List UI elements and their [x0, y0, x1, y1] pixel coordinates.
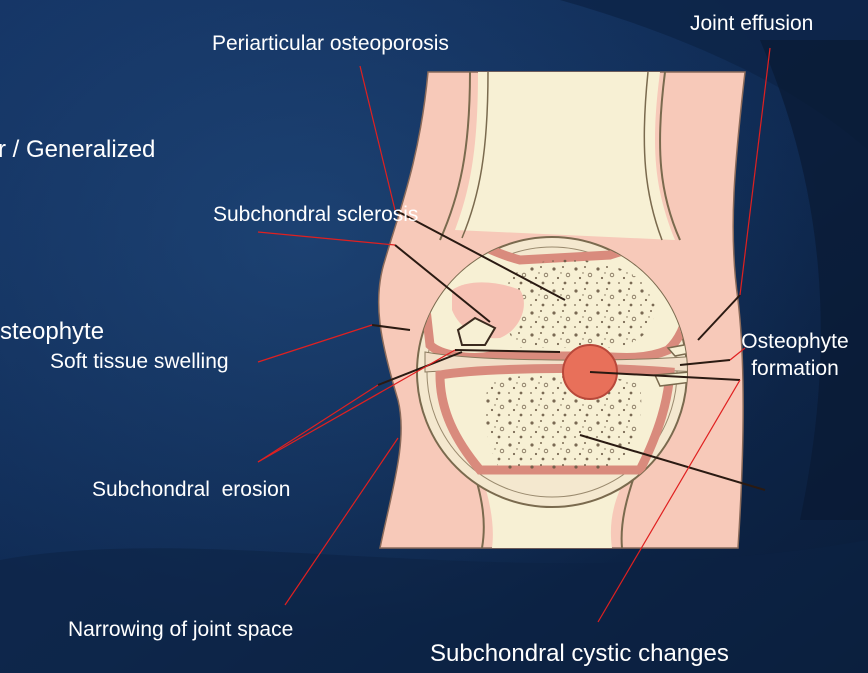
- label-osteophyte-formation: Osteophyte formation: [729, 330, 861, 381]
- label-subchondral-erosion: Subchondral erosion: [92, 478, 290, 502]
- label-osteophyte-fragment: steophyte: [0, 318, 104, 346]
- label-subchondral-cystic-changes: Subchondral cystic changes: [430, 640, 729, 668]
- tibia-trabecular: [485, 375, 641, 470]
- label-narrowing-joint-space: Narrowing of joint space: [68, 618, 293, 642]
- label-generalized-fragment: r / Generalized: [0, 136, 155, 164]
- label-periarticular-osteoporosis: Periarticular osteoporosis: [212, 32, 449, 56]
- label-soft-tissue-swelling: Soft tissue swelling: [50, 350, 229, 374]
- label-joint-effusion: Joint effusion: [690, 12, 813, 36]
- label-osteophyte-formation-line2: formation: [729, 357, 861, 381]
- label-subchondral-sclerosis: Subchondral sclerosis: [213, 203, 418, 227]
- label-osteophyte-formation-line1: Osteophyte: [729, 330, 861, 354]
